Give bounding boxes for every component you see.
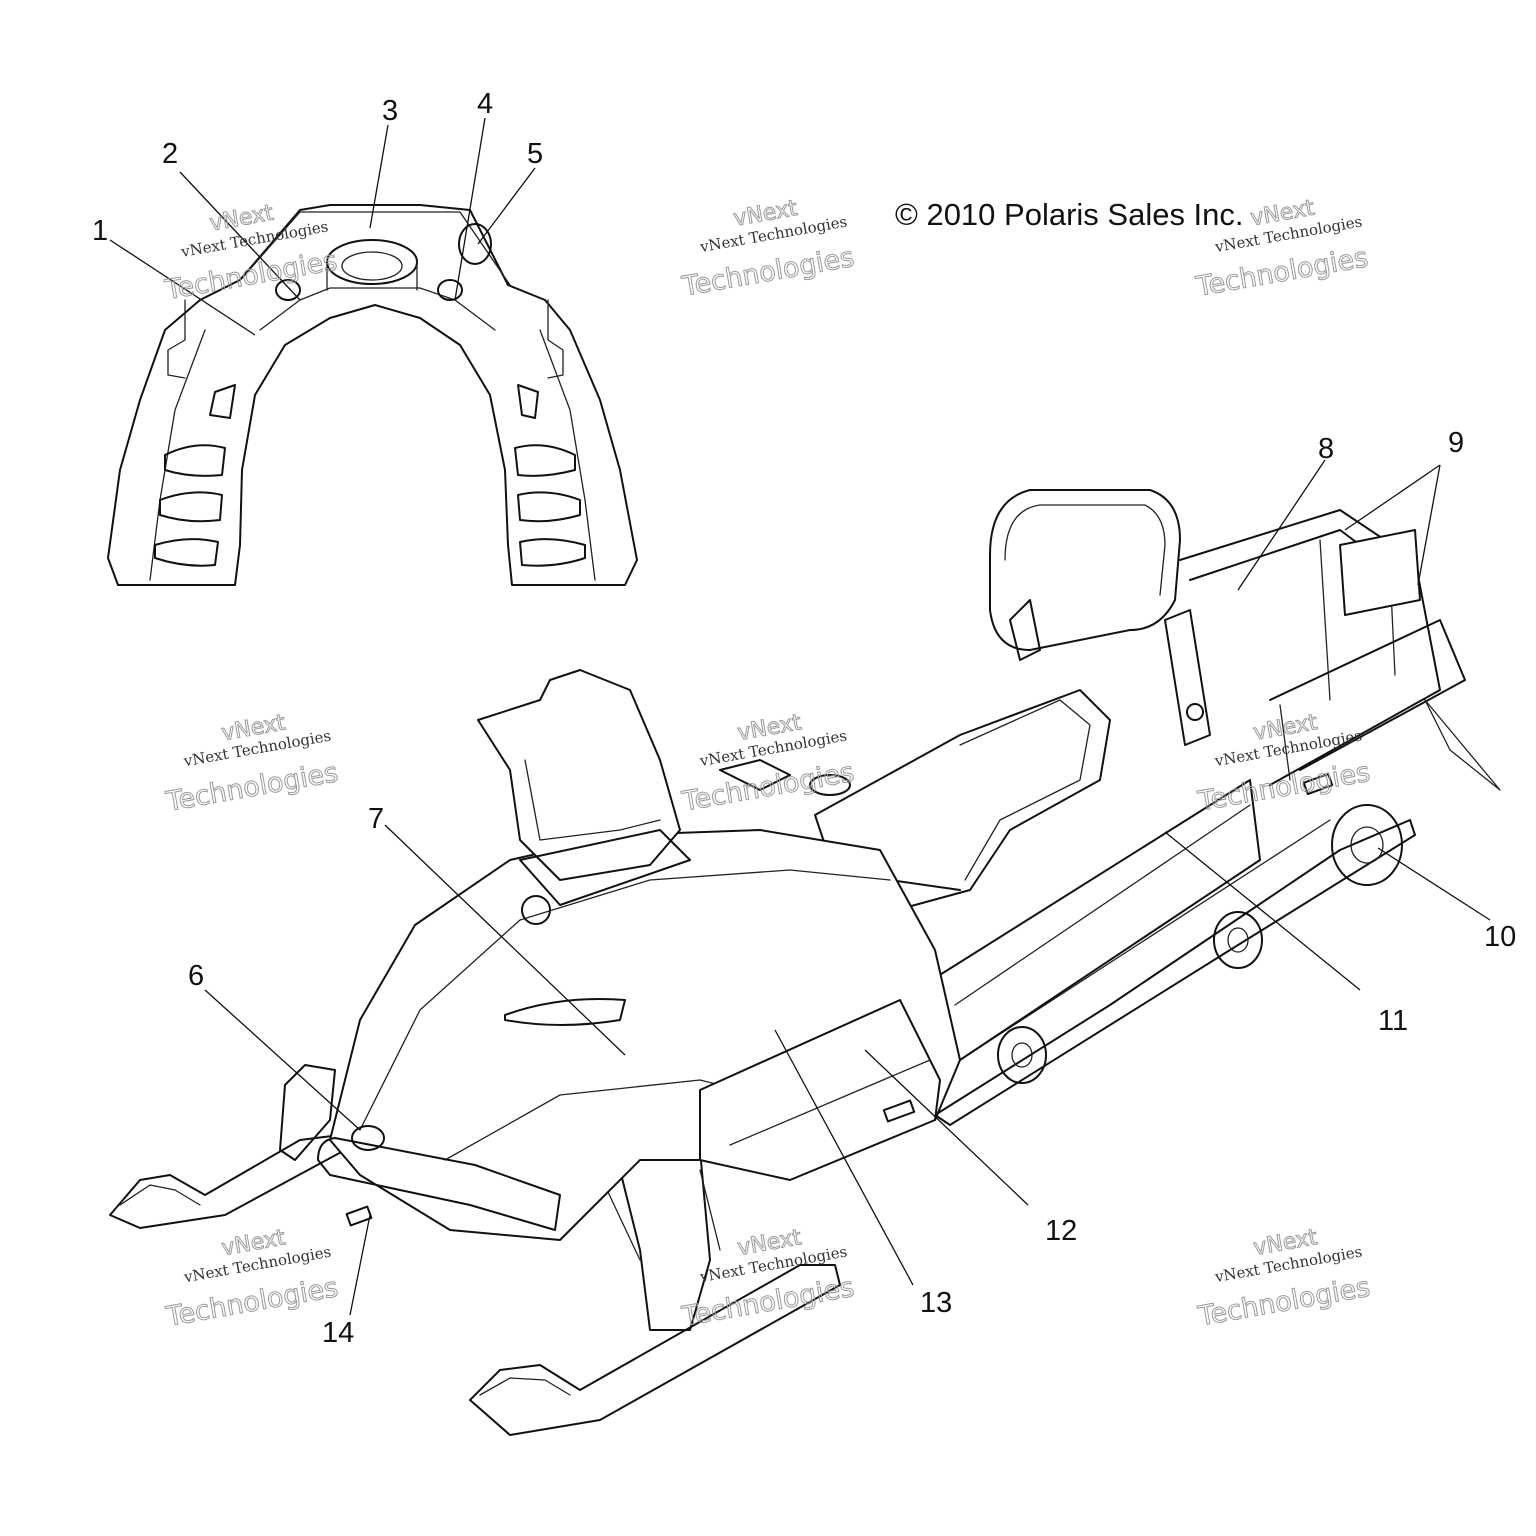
windshield [477, 669, 691, 925]
callout-13: 13 [920, 1287, 952, 1319]
callout-14: 14 [322, 1317, 354, 1349]
watermark-mid-left: vNext vNext Technologies Technologies [163, 710, 341, 819]
callout-9: 9 [1448, 427, 1464, 459]
passenger-backrest [989, 489, 1211, 746]
callout-11: 11 [1378, 1005, 1408, 1037]
callout-8: 8 [1318, 433, 1334, 465]
callout-5: 5 [527, 138, 543, 170]
watermark-bottom-left: vNext vNext Technologies Technologies [163, 1225, 341, 1334]
bogie-wheel [1213, 911, 1263, 969]
rear-rack [1179, 509, 1501, 791]
snowmobile-body [109, 489, 1501, 1436]
watermark-bottom-center: vNext vNext Technologies Technologies [679, 1225, 857, 1334]
callout-12: 12 [1045, 1215, 1077, 1247]
callout-7: 7 [368, 803, 384, 835]
callout-10: 10 [1484, 921, 1516, 953]
watermark-mid-right: vNext vNext Technologies Technologies [1195, 710, 1373, 819]
callout-labels: 1 2 3 4 5 6 7 8 9 10 11 12 13 14 [92, 88, 1516, 1349]
watermark-bottom-right: vNext vNext Technologies Technologies [1195, 1225, 1373, 1334]
watermark-top-center: vNext vNext Technologies Technologies [679, 195, 857, 303]
callout-4: 4 [477, 88, 493, 120]
rear-idler-wheel [1331, 804, 1403, 886]
leader-lines [109, 117, 1491, 1316]
copyright-text: © 2010 Polaris Sales Inc. [895, 197, 1244, 232]
callout-6: 6 [188, 960, 204, 992]
callout-3: 3 [382, 95, 398, 127]
bogie-wheel [997, 1026, 1047, 1084]
watermark-mid-center: vNext vNext Technologies Technologies [679, 710, 857, 819]
callout-2: 2 [162, 138, 178, 170]
callout-1: 1 [92, 215, 108, 247]
hood-panel-inset [107, 204, 638, 586]
hood [317, 829, 961, 1241]
